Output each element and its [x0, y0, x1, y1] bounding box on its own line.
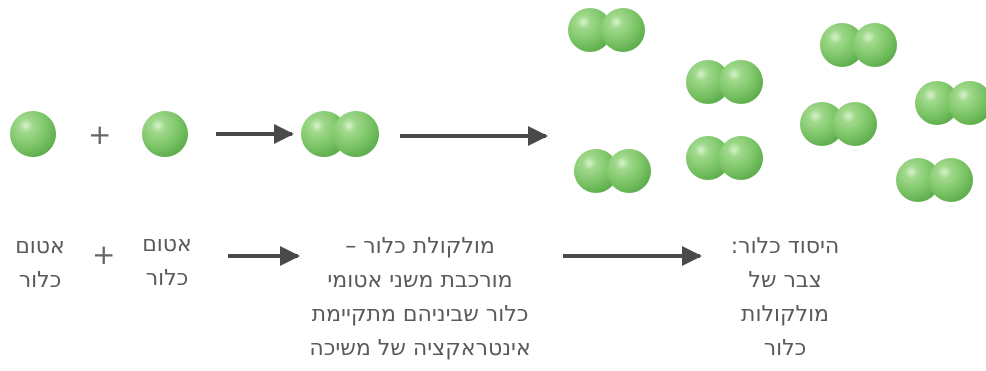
element-label-line-2: צבר של [748, 268, 822, 293]
cloud-molecule [574, 149, 651, 193]
plus-sign-top: + [88, 118, 112, 151]
cloud-molecule [686, 60, 763, 104]
atom-label-2: אטום כלור [132, 228, 202, 296]
atom-label-2-line-1: אטום [142, 232, 192, 257]
atom-label-1-line-2: כלור [18, 268, 62, 293]
cloud-molecule [686, 136, 763, 180]
chlorine-molecule [301, 111, 379, 157]
element-label: היסוד כלור: צבר של מולקולות כלור [725, 230, 845, 366]
element-label-line-1: היסוד כלור: [730, 234, 840, 259]
plus-sign-bottom: + [92, 238, 116, 271]
cloud-molecule [896, 158, 973, 202]
cloud-molecule [800, 102, 877, 146]
molecule-label: מולקולת כלור – מורכבת משני אטומי כלור שב… [295, 230, 545, 366]
atom-label-1: אטום כלור [10, 230, 70, 298]
cloud-molecule [820, 23, 897, 67]
element-label-line-4: כלור [763, 336, 807, 361]
molecule-label-line-2: מורכבת משני אטומי [327, 268, 513, 293]
molecule-cloud [568, 8, 986, 202]
cloud-molecule [568, 8, 645, 52]
atom-label-2-line-2: כלור [145, 266, 189, 291]
cloud-molecule [915, 81, 986, 125]
chlorine-atom-2 [142, 111, 188, 157]
element-label-line-3: מולקולות [741, 302, 829, 327]
molecule-label-line-4: אינטראקציה של משיכה [309, 336, 531, 361]
molecule-label-line-3: כלור שביניהם מתקיימת [311, 302, 529, 327]
molecule-label-line-1: מולקולת כלור – [345, 234, 495, 259]
atom-label-1-line-1: אטום [15, 234, 65, 259]
chlorine-atom-1 [10, 111, 56, 157]
